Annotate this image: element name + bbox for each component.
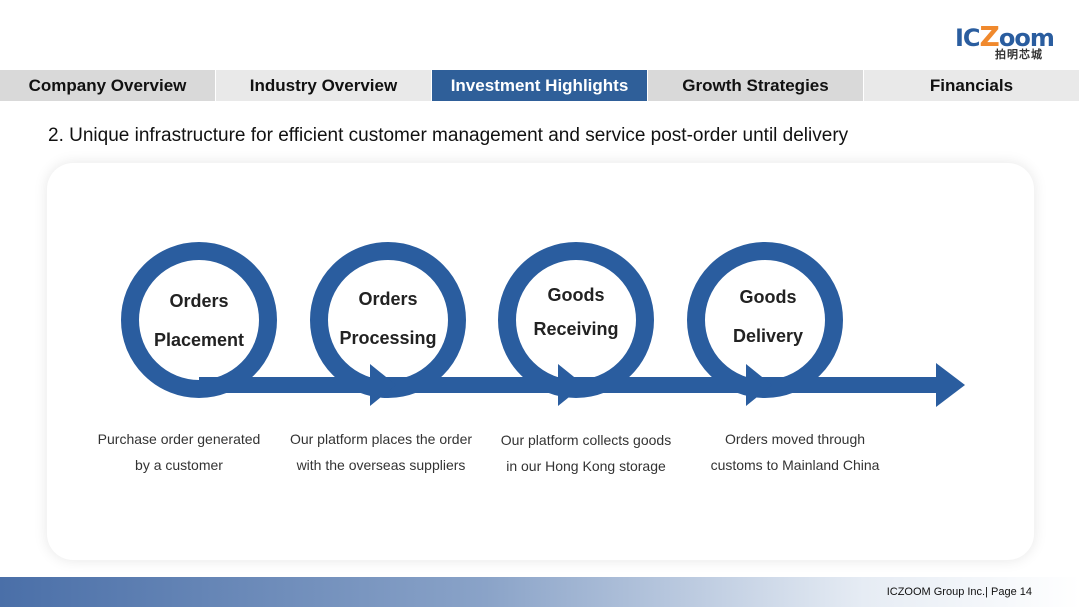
step-2-line2: Processing	[339, 328, 437, 348]
logo-subtitle: 拍明芯城	[995, 49, 1043, 61]
arrow-head-2	[558, 364, 584, 406]
tab-financials[interactable]: Financials	[864, 70, 1080, 101]
section-nav: Company Overview Industry Overview Inves…	[0, 70, 1080, 101]
loop-goods-delivery	[687, 242, 843, 398]
step-3-line1: Goods	[547, 285, 605, 305]
step-4-line1: Goods	[739, 287, 797, 307]
tab-industry-overview[interactable]: Industry Overview	[216, 70, 432, 101]
company-logo: ICZoom 拍明芯城	[955, 20, 1055, 62]
tab-growth-strategies[interactable]: Growth Strategies	[648, 70, 864, 101]
step-2-line1: Orders	[358, 289, 418, 309]
step-4-line2: Delivery	[732, 326, 804, 346]
arrow-head-1	[370, 364, 396, 406]
step-1-description: Purchase order generated by a customer	[97, 431, 261, 473]
step-1-line2: Placement	[153, 330, 245, 350]
step-2-description: Our platform places the order with the o…	[289, 431, 473, 473]
content-panel	[47, 163, 1034, 560]
step-1-line1: Orders	[169, 291, 229, 311]
footer-page-info: ICZOOM Group Inc.| Page 14	[886, 586, 1032, 598]
page-title: 2. Unique infrastructure for efficient c…	[48, 125, 849, 146]
loop-orders-placement	[121, 242, 277, 398]
step-4-description: Orders moved through customs to Mainland…	[710, 431, 880, 473]
step-3-description: Our platform collects goods in our Hong …	[500, 432, 672, 474]
arrow-head-3	[746, 364, 772, 406]
arrow-head-final	[936, 363, 965, 407]
logo-wordmark: ICZoom	[955, 20, 1055, 53]
step-3-line2: Receiving	[533, 319, 619, 339]
tab-company-overview[interactable]: Company Overview	[0, 70, 216, 101]
loop-orders-processing	[310, 242, 466, 398]
tab-investment-highlights[interactable]: Investment Highlights	[432, 70, 648, 101]
footer-bar: ICZOOM Group Inc.| Page 14	[0, 577, 1080, 607]
